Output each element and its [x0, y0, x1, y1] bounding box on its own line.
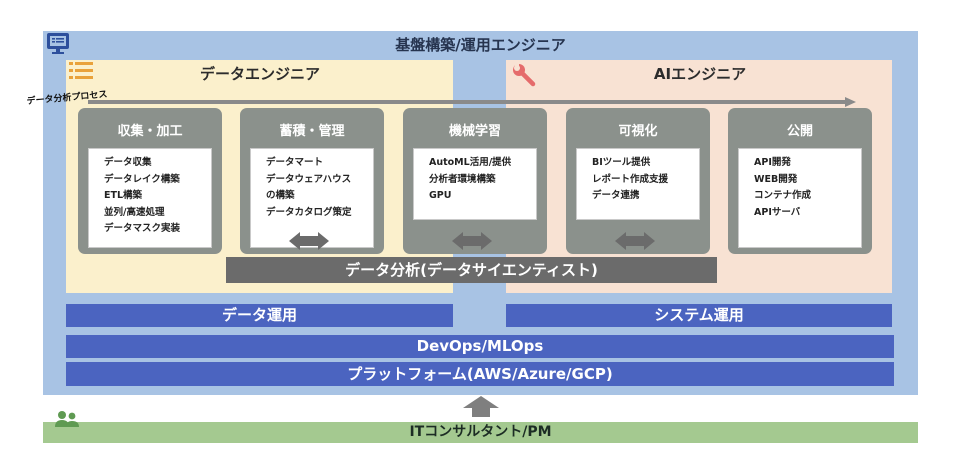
stage-item: API開発: [754, 157, 791, 168]
devops-bar: DevOps/MLOps: [66, 335, 894, 358]
list-icon: [68, 60, 96, 82]
stage-item: AutoML活用/提供: [429, 157, 512, 168]
double-arrow-icon: [615, 232, 655, 250]
stage-item: データウェアハウス: [266, 173, 352, 185]
stage-body: AutoML活用/提供 分析者環境構築 GPU: [413, 148, 537, 220]
stage-publish: 公開 API開発 WEB開発 コンテナ作成 APIサーバ: [728, 108, 872, 254]
stage-body: BIツール提供 レポート作成支援 データ連携: [576, 148, 700, 220]
stage-item: GPU: [429, 190, 452, 201]
stage-title: 公開: [786, 124, 813, 139]
data-analysis-bar: データ分析(データサイエンティスト): [226, 257, 717, 283]
stage-item: 分析者環境構築: [429, 173, 496, 185]
process-arrow-line: [88, 100, 846, 104]
it-consultant-bar: ITコンサルタント/PM: [43, 422, 918, 443]
stage-item: データマスク実装: [104, 223, 181, 234]
stage-visualize: 可視化 BIツール提供 レポート作成支援 データ連携: [566, 108, 710, 254]
stage-body: API開発 WEB開発 コンテナ作成 APIサーバ: [738, 148, 862, 248]
stage-title: 収集・加工: [117, 124, 183, 139]
stage-item: データカタログ策定: [266, 206, 352, 218]
data-engineer-title: データエンジニア: [199, 65, 320, 83]
platform-bar: プラットフォーム(AWS/Azure/GCP): [66, 362, 894, 386]
stage-item: データレイク構築: [104, 173, 180, 185]
stage-item: の構築: [266, 190, 295, 201]
stage-item: 並列/高速処理: [104, 206, 165, 218]
stage-item: データマート: [266, 157, 324, 168]
double-arrow-icon: [289, 232, 329, 250]
data-ops-bar: データ運用: [66, 304, 453, 327]
stage-item: データ連携: [592, 190, 640, 201]
stage-item: コンテナ作成: [754, 190, 812, 201]
stage-store: 蓄積・管理 データマート データウェアハウス の構築 データカタログ策定: [240, 108, 384, 254]
stage-item: APIサーバ: [754, 206, 801, 218]
stage-title: 可視化: [618, 124, 658, 139]
double-arrow-icon: [452, 232, 492, 250]
up-arrow-icon: [463, 396, 499, 408]
stage-title: 機械学習: [448, 124, 501, 139]
stage-item: WEB開発: [754, 173, 798, 185]
system-ops-bar: システム運用: [506, 304, 892, 327]
stage-item: BIツール提供: [592, 157, 651, 168]
up-arrow-stem: [472, 407, 490, 417]
stage-item: データ収集: [104, 157, 152, 168]
people-icon: [54, 410, 80, 428]
stage-title: 蓄積・管理: [279, 124, 345, 139]
ai-engineer-title: AIエンジニア: [653, 65, 747, 83]
presentation-icon: [45, 30, 71, 56]
stage-item: ETL構築: [104, 190, 143, 201]
infra-engineer-title: 基盤構築/運用エンジニア: [395, 36, 566, 54]
stage-body: データマート データウェアハウス の構築 データカタログ策定: [250, 148, 374, 248]
stage-collect: 収集・加工 データ収集 データレイク構築 ETL構築 並列/高速処理 データマス…: [78, 108, 222, 254]
stage-body: データ収集 データレイク構築 ETL構築 並列/高速処理 データマスク実装: [88, 148, 212, 248]
process-arrow-head: [845, 97, 856, 107]
wrench-icon: [511, 62, 537, 88]
stage-ml: 機械学習 AutoML活用/提供 分析者環境構築 GPU: [403, 108, 547, 254]
stage-item: レポート作成支援: [592, 173, 669, 185]
